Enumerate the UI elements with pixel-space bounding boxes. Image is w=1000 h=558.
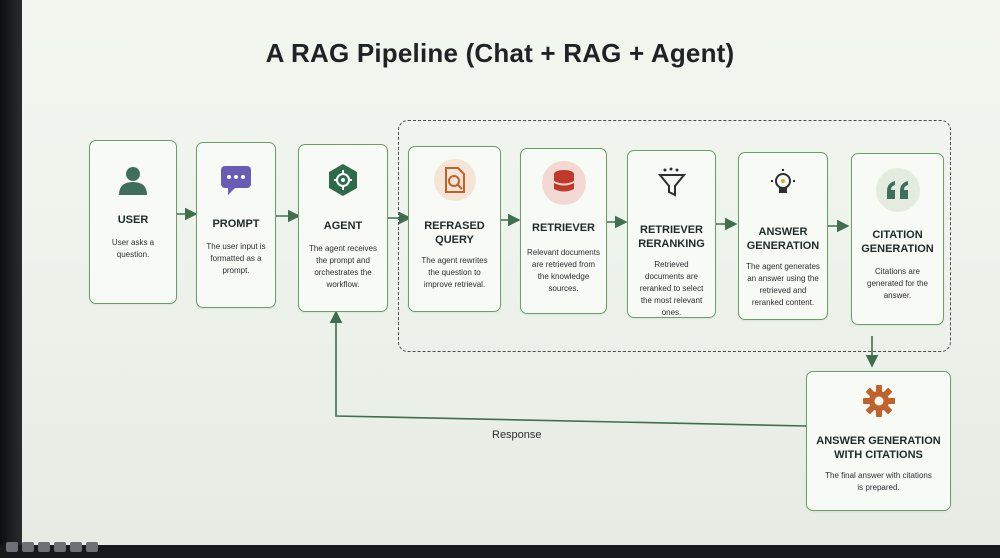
node-title-line2: GENERATION <box>861 243 934 255</box>
node-description: The agent generates an answer using the … <box>746 262 820 307</box>
chat-bubble-icon <box>217 161 255 199</box>
node-title: ANSWER GENERATION WITH CITATIONS <box>811 434 946 462</box>
node-prompt: PROMPT The user input is formatted as a … <box>196 142 276 308</box>
arrow-response-loop <box>329 310 807 427</box>
node-description: Relevant documents are retrieved from th… <box>527 248 600 293</box>
node-title-line2: QUERY <box>435 234 474 246</box>
node-description: Retrieved documents are reranked to sele… <box>639 260 704 317</box>
node-title: ANSWER GENERATION <box>743 225 823 253</box>
agent-hexagon-icon <box>324 161 362 199</box>
node-description: Citations are generated for the answer. <box>867 267 928 300</box>
quote-icon <box>875 168 920 212</box>
node-description: The agent rewrites the question to impro… <box>421 256 488 289</box>
node-title: CITATION GENERATION <box>856 228 939 256</box>
node-title-line1: CITATION <box>872 229 923 241</box>
diagram-title: A RAG Pipeline (Chat + RAG + Agent) <box>265 38 735 68</box>
node-answer-with-citations: ANSWER GENERATION WITH CITATIONS The fin… <box>806 371 951 511</box>
node-retriever: RETRIEVER Relevant documents are retriev… <box>520 148 607 314</box>
node-title: PROMPT <box>212 218 260 230</box>
node-title-line1: REFRASED <box>424 220 485 232</box>
node-agent: AGENT The agent receives the prompt and … <box>298 144 388 312</box>
node-retriever-reranking: RETRIEVER RERANKING Retrieved documents … <box>627 150 716 318</box>
node-title-line1: RETRIEVER <box>640 224 703 236</box>
node-description: The final answer with citations is prepa… <box>825 471 932 492</box>
screen-bezel <box>0 0 22 558</box>
document-search-icon <box>433 159 476 201</box>
pen-icon[interactable] <box>6 542 18 552</box>
node-title: REFRASED QUERY <box>413 219 496 247</box>
node-title-line2: GENERATION <box>746 240 820 252</box>
node-title-line1: ANSWER <box>758 226 808 238</box>
node-citation-generation: CITATION GENERATION Citations are genera… <box>851 153 944 325</box>
response-label: Response <box>492 429 542 441</box>
gear-icon <box>860 382 898 420</box>
node-title-line1: ANSWER GENERATION <box>816 435 941 447</box>
camera-icon[interactable] <box>54 542 66 552</box>
node-title: RETRIEVER RERANKING <box>632 223 711 251</box>
node-user: USER User asks a question. <box>89 140 177 304</box>
node-refrased-query: REFRASED QUERY The agent rewrites the qu… <box>408 146 501 312</box>
funnel-icon <box>653 163 691 201</box>
node-title: AGENT <box>323 220 363 232</box>
node-description: User asks a question. <box>111 238 155 259</box>
screen-bottom-bar <box>0 545 1000 558</box>
node-title: USER <box>117 214 149 226</box>
search-icon[interactable] <box>22 542 34 552</box>
node-title-line2: RERANKING <box>638 238 705 250</box>
database-icon <box>541 161 586 205</box>
node-description: The user input is formatted as a prompt. <box>206 242 266 275</box>
agent-loop-boundary <box>398 120 951 352</box>
node-title-line2: WITH CITATIONS <box>834 449 923 461</box>
node-answer-generation: ANSWER GENERATION The agent generates an… <box>738 152 828 320</box>
presenter-toolbar <box>6 542 98 554</box>
node-description: The agent receives the prompt and orches… <box>308 244 378 289</box>
more-icon[interactable] <box>70 542 82 552</box>
node-title: RETRIEVER <box>532 222 595 234</box>
user-icon <box>114 161 152 199</box>
captions-icon[interactable] <box>38 542 50 552</box>
next-icon[interactable] <box>86 542 98 552</box>
lightbulb-icon <box>764 165 802 203</box>
